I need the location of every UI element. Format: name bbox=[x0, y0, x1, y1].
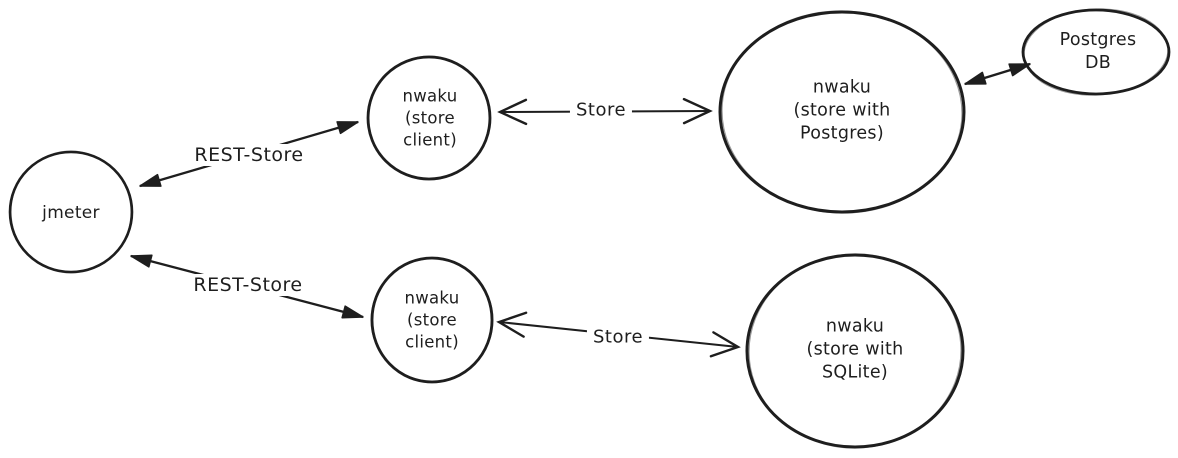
edge-postgres-node-to-db bbox=[964, 62, 1031, 86]
jmeter-node-shape bbox=[8, 150, 134, 274]
edge-client-top-to-postgres-node bbox=[497, 97, 713, 126]
postgres-db-node-shape bbox=[1021, 8, 1171, 96]
edge-client-bottom-to-sqlite-node bbox=[496, 311, 741, 358]
nwaku-store-client-top-node-shape bbox=[366, 55, 492, 181]
nwaku-store-client-bottom-node-shape bbox=[370, 256, 494, 384]
edge-jmeter-to-client-top bbox=[139, 120, 359, 188]
edge-jmeter-to-client-bottom bbox=[130, 254, 364, 319]
nwaku-store-postgres-node-shape bbox=[718, 10, 966, 214]
nwaku-store-sqlite-node-shape bbox=[745, 253, 965, 449]
